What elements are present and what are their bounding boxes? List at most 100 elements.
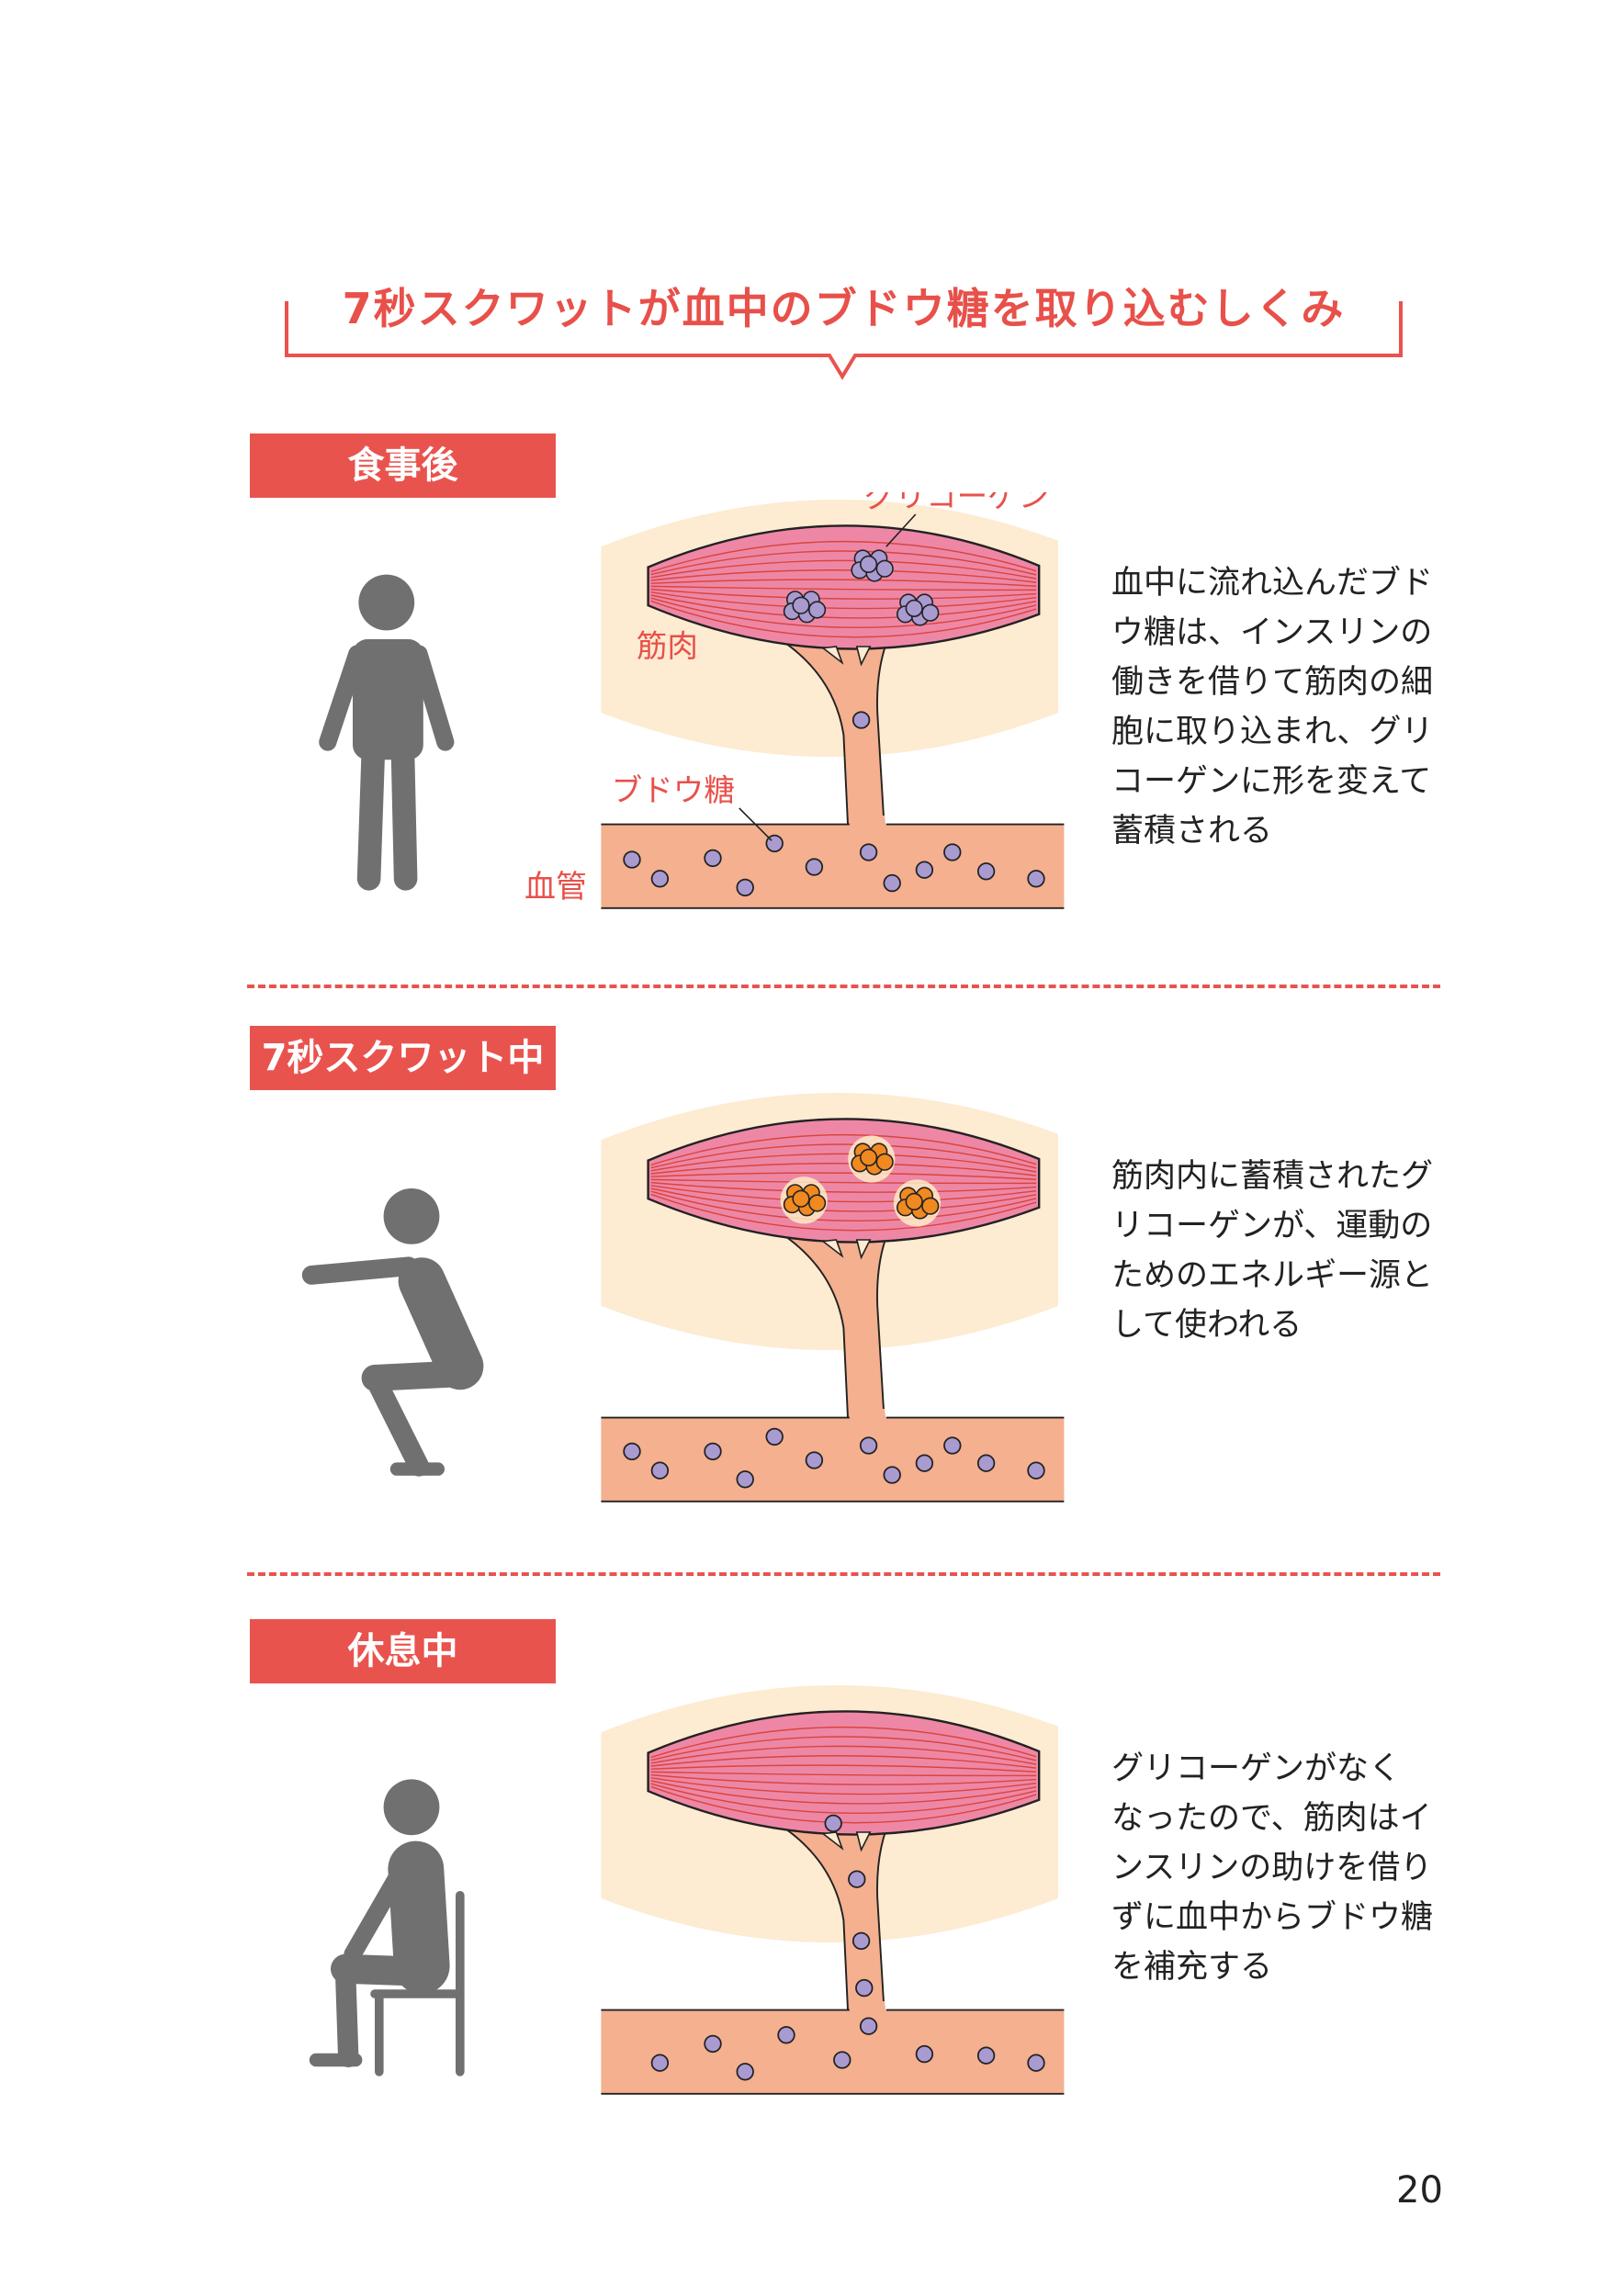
muscle-fiber (650, 585, 1037, 591)
glucose-dot (1027, 2054, 1045, 2072)
glycogen-dot (860, 555, 878, 574)
muscle-fiber (650, 540, 1037, 573)
description-line: 筋肉内に蓄積されたグ (1111, 1158, 1434, 1195)
glucose-dot (859, 2017, 878, 2035)
diagram-resting (601, 1684, 1065, 2095)
page-title: 7秒スクワットが血中のブドウ糖を取り込むしくみ (342, 284, 1346, 333)
sitting-person-icon (309, 1779, 465, 2077)
muscle-fiber (650, 1736, 1037, 1761)
glucose-dot (704, 849, 722, 868)
glucose-dot (976, 862, 996, 881)
glucose-dot (859, 1436, 878, 1455)
muscle-fiber (650, 588, 1037, 600)
muscle-fiber (650, 559, 1037, 580)
glucose-dot (915, 2044, 934, 2064)
squatting-person-icon (301, 1188, 484, 1477)
muscle-label: 筋肉 (637, 628, 698, 664)
description-after-meal: 血中に流れ込んだブドウ糖は、インスリンの働きを借りて筋肉の細胞に取り込まれ、グリ… (1111, 558, 1497, 856)
glucose-dot (883, 1466, 901, 1484)
description-line: ためのエネルギー源と (1111, 1257, 1434, 1294)
glycogen-cluster (783, 591, 827, 624)
muscle-fiber (650, 1153, 1037, 1173)
energy-cluster (893, 1179, 941, 1227)
blood-vessel (601, 1417, 1065, 1502)
capillary-branch (820, 646, 872, 667)
glycogen-label: グリコーゲン (864, 492, 1050, 514)
glucose-dot (943, 843, 962, 861)
muscle-fiber (650, 1143, 1037, 1169)
muscle-fiber (650, 1181, 1037, 1193)
muscle-fiber (650, 600, 1037, 638)
glucose-dot (824, 1814, 842, 1833)
section-label-during-squat: 7秒スクワット中 (250, 1026, 556, 1090)
blood-vessel (601, 824, 1065, 908)
description-line: グリコーゲンがなく (1111, 1750, 1402, 1787)
energy-dot (860, 1148, 878, 1166)
energy-dot (905, 1192, 923, 1210)
capillary-joint (851, 1409, 885, 1421)
capillary (784, 642, 888, 861)
energy-dot (921, 1197, 940, 1215)
glucose-dot (650, 870, 670, 888)
glucose-dot (650, 1461, 670, 1480)
glycogen-dot (808, 601, 827, 619)
muscle-fiber (650, 569, 1037, 583)
muscle-fiber (650, 1178, 1037, 1185)
muscle-fiber (650, 591, 1037, 610)
muscle-fiber (650, 579, 1037, 587)
glucose-dot (777, 2026, 795, 2044)
description-during-squat: 筋肉内に蓄積されたグリコーゲンが、運動のためのエネルギー源として使われる (1111, 1152, 1497, 1350)
muscle-fiber (650, 1771, 1037, 1777)
glycogen-dot (875, 559, 894, 578)
description-line: 蓄積される (1111, 813, 1273, 850)
muscle-fiber (650, 550, 1037, 576)
glucose-dot (1027, 1461, 1045, 1480)
glucose-dot (883, 873, 901, 893)
description-line: ンスリンの助けを借り (1111, 1850, 1433, 1886)
glucose-dot (736, 878, 754, 897)
glucose-dot (851, 711, 871, 729)
glucose-dot (943, 1436, 962, 1455)
glucose-dot (915, 1454, 934, 1472)
glucose-dot (851, 1931, 871, 1951)
title-bracket (285, 301, 1403, 380)
energy-cluster (848, 1135, 896, 1183)
glucose-dot (848, 1870, 866, 1888)
glucose-dot (1027, 870, 1045, 888)
description-line: ウ糖は、インスリンの (1111, 614, 1433, 651)
glucose-dot (623, 1442, 641, 1461)
glucose-label: ブドウ糖 (612, 772, 735, 808)
muscle-fiber (650, 1755, 1037, 1769)
energy-dot (808, 1194, 827, 1212)
description-line: ずに血中からブドウ糖 (1111, 1899, 1434, 1936)
muscle-fiber (650, 1133, 1037, 1166)
glucose-dot (623, 850, 641, 869)
capillary-joint (851, 2001, 885, 2013)
muscle-fiber (650, 1190, 1037, 1222)
glucose-dot (704, 1442, 722, 1461)
glucose-dot (833, 2051, 851, 2069)
description-line: して使われる (1111, 1307, 1303, 1344)
muscle-fiber (650, 594, 1037, 619)
glucose-dot (915, 861, 934, 879)
glucose-dot (855, 1978, 874, 1998)
glucose-dot (736, 1470, 754, 1489)
muscle-fiber (650, 1172, 1037, 1180)
glucose-dot (805, 1451, 824, 1469)
energy-cluster (780, 1176, 828, 1224)
glycogen-cluster (851, 549, 894, 582)
description-line: を補充する (1111, 1949, 1273, 1986)
muscle-fiber (650, 1745, 1037, 1765)
glucose-dot (976, 2046, 996, 2065)
description-line: リコーゲンが、運動の (1111, 1208, 1433, 1244)
section-divider (247, 985, 1440, 988)
blood-vessel-label: 血管 (524, 869, 587, 906)
muscle-fiber (650, 1187, 1037, 1212)
description-line: 血中に流れ込んだブド (1111, 565, 1434, 602)
glycogen-dot (792, 596, 810, 614)
muscle-fiber (650, 1163, 1037, 1176)
glucose-dot (650, 2054, 670, 2072)
glucose-dot (976, 1454, 996, 1472)
diagram-during-squat (601, 1092, 1065, 1503)
